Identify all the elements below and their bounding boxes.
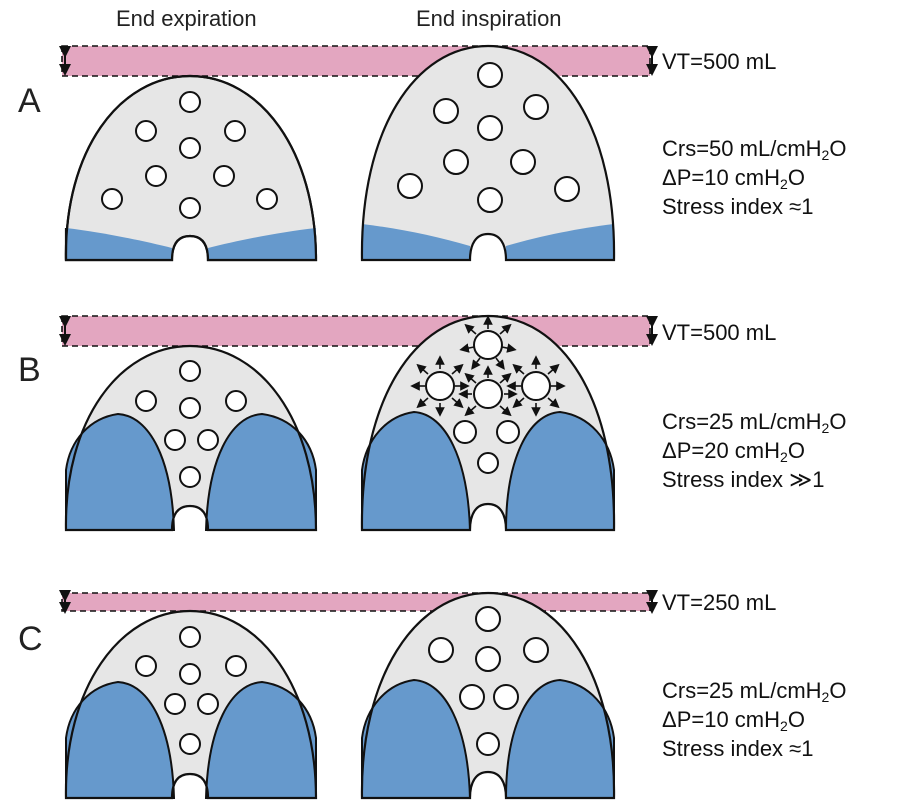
alveolus bbox=[453, 420, 477, 444]
alveolus bbox=[179, 360, 201, 382]
alveolus bbox=[477, 115, 503, 141]
alveolus bbox=[473, 330, 503, 360]
alveolus bbox=[224, 120, 246, 142]
stress-index-c: Stress index ≈1 bbox=[662, 736, 814, 761]
header-end-inspiration: End inspiration bbox=[416, 6, 562, 31]
overdistended-alveolus bbox=[459, 315, 517, 370]
tidal-volume-label-c: VT=250 mL bbox=[662, 590, 777, 615]
panel-label-c: C bbox=[18, 620, 43, 658]
alveolus bbox=[443, 149, 469, 175]
tidal-volume-band-c bbox=[61, 592, 651, 612]
alveolus bbox=[476, 732, 500, 756]
alveolus bbox=[179, 663, 201, 685]
overdistended-alveolus bbox=[410, 355, 470, 417]
tidal-volume-label-b: VT=500 mL bbox=[662, 320, 777, 345]
alveolus bbox=[477, 452, 499, 474]
alveolus bbox=[179, 626, 201, 648]
alveolus bbox=[473, 379, 503, 409]
compliance-c: Crs=25 mL/cmH2O bbox=[662, 678, 847, 705]
alveolus bbox=[179, 91, 201, 113]
panel-c bbox=[59, 590, 658, 800]
alveolus bbox=[477, 62, 503, 88]
alveolus bbox=[433, 98, 459, 124]
lung-c-inspiration bbox=[360, 591, 616, 800]
tidal-volume-band-a bbox=[61, 45, 651, 77]
alveolus bbox=[179, 733, 201, 755]
driving-pressure-a: ΔP=10 cmH2O bbox=[662, 165, 805, 192]
alveolus bbox=[475, 606, 501, 632]
stress-index-a: Stress index ≈1 bbox=[662, 194, 814, 219]
lung-c-expiration bbox=[64, 609, 318, 800]
alveolus bbox=[145, 165, 167, 187]
header-end-expiration: End expiration bbox=[116, 6, 257, 31]
alveolus bbox=[164, 429, 186, 451]
compliance-b: Crs=25 mL/cmH2O bbox=[662, 409, 847, 436]
lung-a-expiration bbox=[64, 74, 318, 262]
alveolus bbox=[256, 188, 278, 210]
alveolus bbox=[428, 637, 454, 663]
lung-b-expiration bbox=[64, 344, 318, 532]
lung-a-inspiration bbox=[360, 44, 616, 262]
alveolus bbox=[197, 429, 219, 451]
alveolus bbox=[164, 693, 186, 715]
alveolus bbox=[101, 188, 123, 210]
alveolus bbox=[496, 420, 520, 444]
mechanics-c: Crs=25 mL/cmH2O ΔP=10 cmH2O Stress index… bbox=[662, 676, 846, 763]
alveolus bbox=[179, 197, 201, 219]
tidal-volume-label-a: VT=500 mL bbox=[662, 49, 777, 74]
alveolus bbox=[397, 173, 423, 199]
driving-pressure-c: ΔP=10 cmH2O bbox=[662, 707, 805, 734]
alveolus bbox=[475, 646, 501, 672]
alveolus bbox=[179, 137, 201, 159]
alveolus bbox=[213, 165, 235, 187]
compliance-a: Crs=50 mL/cmH2O bbox=[662, 136, 847, 163]
alveolus bbox=[510, 149, 536, 175]
overdistended-alveolus bbox=[506, 355, 566, 417]
panel-label-b: B bbox=[18, 351, 41, 389]
alveolus bbox=[135, 120, 157, 142]
alveolus bbox=[197, 693, 219, 715]
alveolus bbox=[523, 637, 549, 663]
alveolus bbox=[135, 655, 157, 677]
mechanics-b: Crs=25 mL/cmH2O ΔP=20 cmH2O Stress index… bbox=[662, 407, 846, 494]
lung-b-inspiration bbox=[360, 314, 616, 532]
panel-a bbox=[59, 44, 658, 262]
stress-index-b: Stress index ≫1 bbox=[662, 467, 825, 492]
alveolus bbox=[425, 371, 455, 401]
mechanics-a: Crs=50 mL/cmH2O ΔP=10 cmH2O Stress index… bbox=[662, 134, 846, 221]
tidal-volume-band-b bbox=[61, 315, 651, 347]
alveolus bbox=[554, 176, 580, 202]
alveolus bbox=[135, 390, 157, 412]
alveolus bbox=[179, 397, 201, 419]
alveolus bbox=[225, 390, 247, 412]
panel-b bbox=[59, 314, 658, 532]
alveolus bbox=[493, 684, 519, 710]
alveolus bbox=[225, 655, 247, 677]
alveolus bbox=[523, 94, 549, 120]
panel-label-a: A bbox=[18, 82, 41, 120]
alveolus bbox=[477, 187, 503, 213]
alveolus bbox=[521, 371, 551, 401]
alveolus bbox=[459, 684, 485, 710]
alveolus bbox=[179, 466, 201, 488]
driving-pressure-b: ΔP=20 cmH2O bbox=[662, 438, 805, 465]
overdistended-alveolus bbox=[458, 365, 518, 417]
